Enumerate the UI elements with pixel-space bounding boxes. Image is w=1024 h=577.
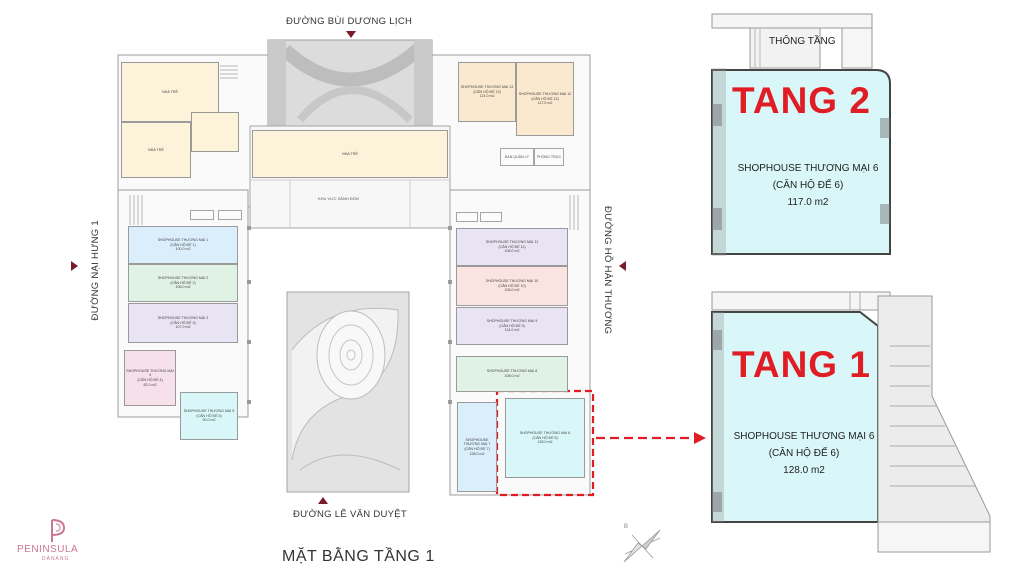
street-south-label: ĐƯỜNG LÊ VĂN DUYỆT — [293, 509, 408, 520]
service-box — [456, 212, 478, 222]
south-marker-icon — [318, 497, 328, 504]
unit-sp7: SHOPHOUSE THƯƠNG MẠI 7(CĂN HỘ ĐẾ 7)128.0… — [457, 402, 497, 492]
east-marker-icon — [619, 261, 626, 271]
arrow-right-icon — [694, 432, 706, 444]
tang1-room-name: SHOPHOUSE THƯƠNG MẠI 6 — [733, 431, 875, 442]
tang2-room-label: SHOPHOUSE THƯƠNG MẠI 6 (CĂN HỘ ĐẾ 6) 117… — [718, 160, 898, 211]
tang2-title: TANG 2 — [732, 80, 871, 121]
tang1-room-area: 128.0 m2 — [783, 465, 825, 476]
unit-sp3: SHOPHOUSE THƯƠNG MẠI 3(CĂN HỘ ĐẾ 3)107.0… — [128, 303, 238, 343]
street-east-label: ĐƯỜNG HỒ HÁN THƯƠNG — [602, 206, 613, 335]
street-north-label: ĐƯỜNG BÙI DƯƠNG LỊCH — [286, 16, 413, 27]
nursery-room-extra — [191, 112, 239, 152]
unit-sp6: SHOPHOUSE THƯƠNG MẠI 6(CĂN HỘ ĐẾ 6)128.0… — [505, 398, 585, 478]
tang2-thong-tang: THÔNG TẦNG — [769, 36, 836, 47]
logo-name: PENINSULA — [17, 544, 79, 555]
unit-sp2: SHOPHOUSE THƯƠNG MẠI 2(CĂN HỘ ĐẾ 2)106.0… — [128, 264, 238, 302]
compass-icon — [623, 529, 661, 563]
north-marker-icon — [346, 31, 356, 38]
logo-mark-icon — [51, 519, 66, 542]
management-office: BAN QUẢN LÝ — [500, 148, 534, 166]
unit-sp5: SHOPHOUSE THƯƠNG MẠI 5(CĂN HỘ ĐẾ 5)90.0 … — [180, 392, 238, 440]
unit-sp13: SHOPHOUSE THƯƠNG MẠI 13(CĂN HỘ ĐẾ 13)121… — [458, 62, 516, 122]
service-box — [218, 210, 242, 220]
nursery-room-mid: NHÀ TRẺ — [121, 122, 191, 178]
service-box — [190, 210, 214, 220]
lobby-label: KHU VỰC SẢNH ĐÓN — [318, 196, 359, 201]
unit-sp11: SHOPHOUSE THƯƠNG MẠI 11(CĂN HỘ ĐẾ 11)108… — [456, 228, 568, 266]
tang2-drawing — [711, 13, 891, 256]
tang2-room-sub: (CĂN HỘ ĐẾ 6) — [772, 180, 844, 191]
logo-sub: DANANG — [42, 556, 70, 562]
nursery-room-center: NHÀ TRẺ — [252, 130, 448, 178]
west-marker-icon — [71, 261, 78, 271]
unit-sp12: SHOPHOUSE THƯƠNG MẠI 12(CĂN HỘ ĐẾ 12)117… — [516, 62, 574, 136]
tang1-room-label: SHOPHOUSE THƯƠNG MẠI 6 (CĂN HỘ ĐẾ 6) 128… — [706, 428, 902, 479]
plan-title: MẶT BẰNG TẦNG 1 — [282, 548, 435, 565]
unit-sp1: SHOPHOUSE THƯƠNG MẠI 1(CĂN HỘ ĐẾ 1)100.0… — [128, 226, 238, 264]
unit-sp9: SHOPHOUSE THƯƠNG MẠI 9(CĂN HỘ ĐẾ 9)114.0… — [456, 307, 568, 345]
unit-sp4: SHOPHOUSE THƯƠNG MẠI 4(CĂN HỘ ĐẾ 4)82.0 … — [124, 350, 176, 406]
svg-text:B: B — [624, 524, 628, 530]
tang2-room-name: SHOPHOUSE THƯƠNG MẠI 6 — [737, 163, 879, 174]
guard-room: PHÒNG TRỰC — [534, 148, 564, 166]
service-box — [480, 212, 502, 222]
tang1-title: TANG 1 — [732, 344, 871, 385]
tang2-room-area: 117.0 m2 — [787, 197, 829, 208]
tang1-room-sub: (CĂN HỘ ĐẾ 6) — [768, 448, 840, 459]
tang1-drawing — [711, 291, 991, 553]
unit-sp10: SHOPHOUSE THƯƠNG MẠI 10(CĂN HỘ ĐẾ 10)108… — [456, 266, 568, 306]
